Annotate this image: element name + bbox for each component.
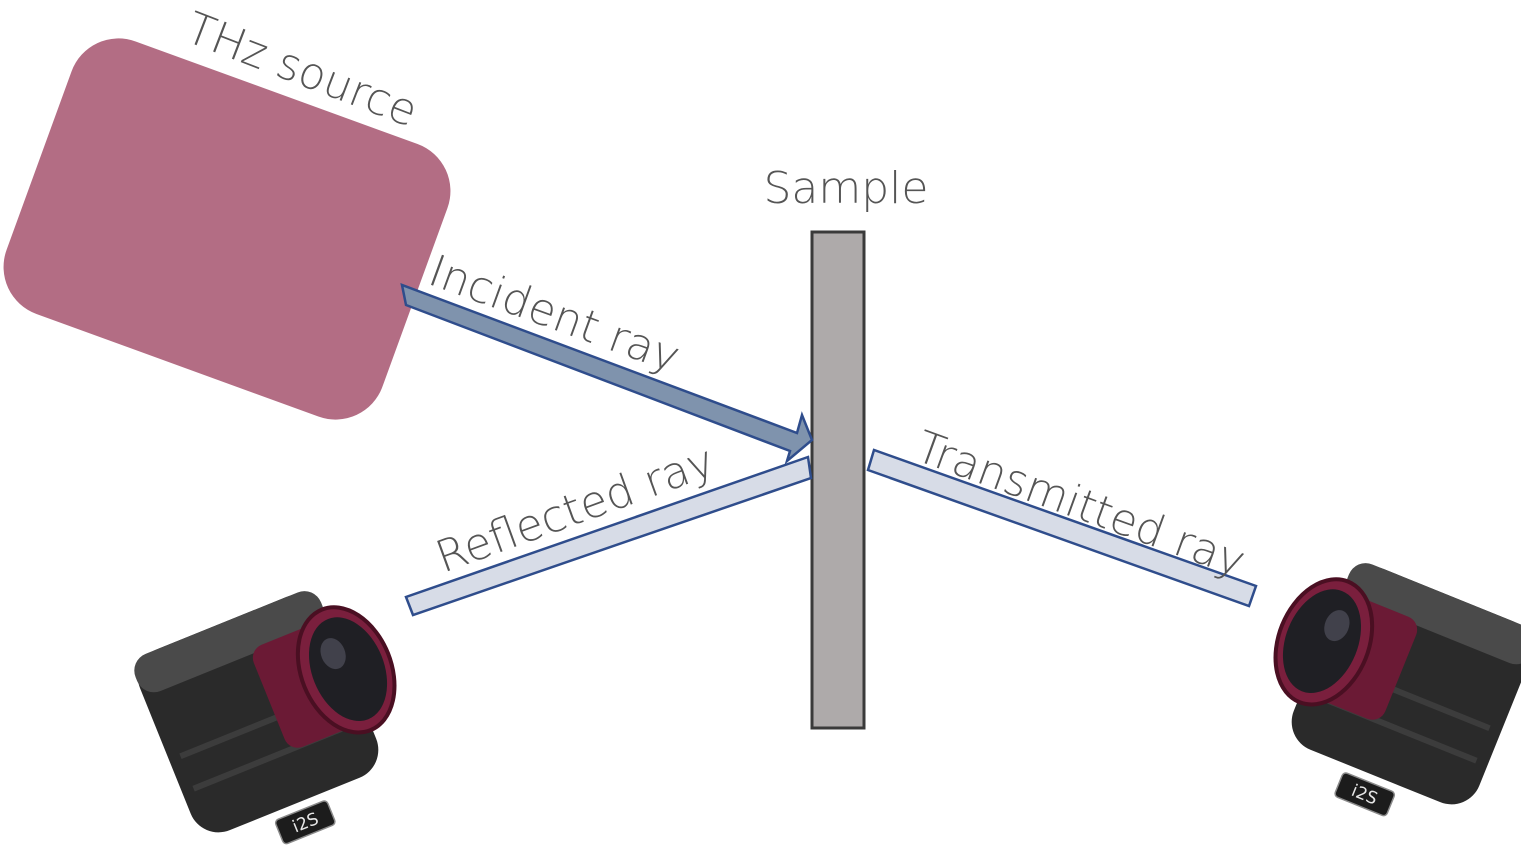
camera-left-lens <box>252 605 397 748</box>
incident-ray-arrow <box>400 283 814 465</box>
sample-label: Sample <box>764 163 929 214</box>
transmitted-ray-label: Transmitted ray <box>909 421 1252 587</box>
transmitted-ray-beam <box>866 448 1258 608</box>
sample-plate <box>810 230 866 730</box>
thz-source-block <box>3 38 451 420</box>
camera-right-lens <box>1273 577 1418 720</box>
camera-right-transmission: i2S <box>1273 563 1521 817</box>
camera-left-reflection: i2S <box>134 591 397 845</box>
reflected-ray-beam <box>404 455 813 617</box>
